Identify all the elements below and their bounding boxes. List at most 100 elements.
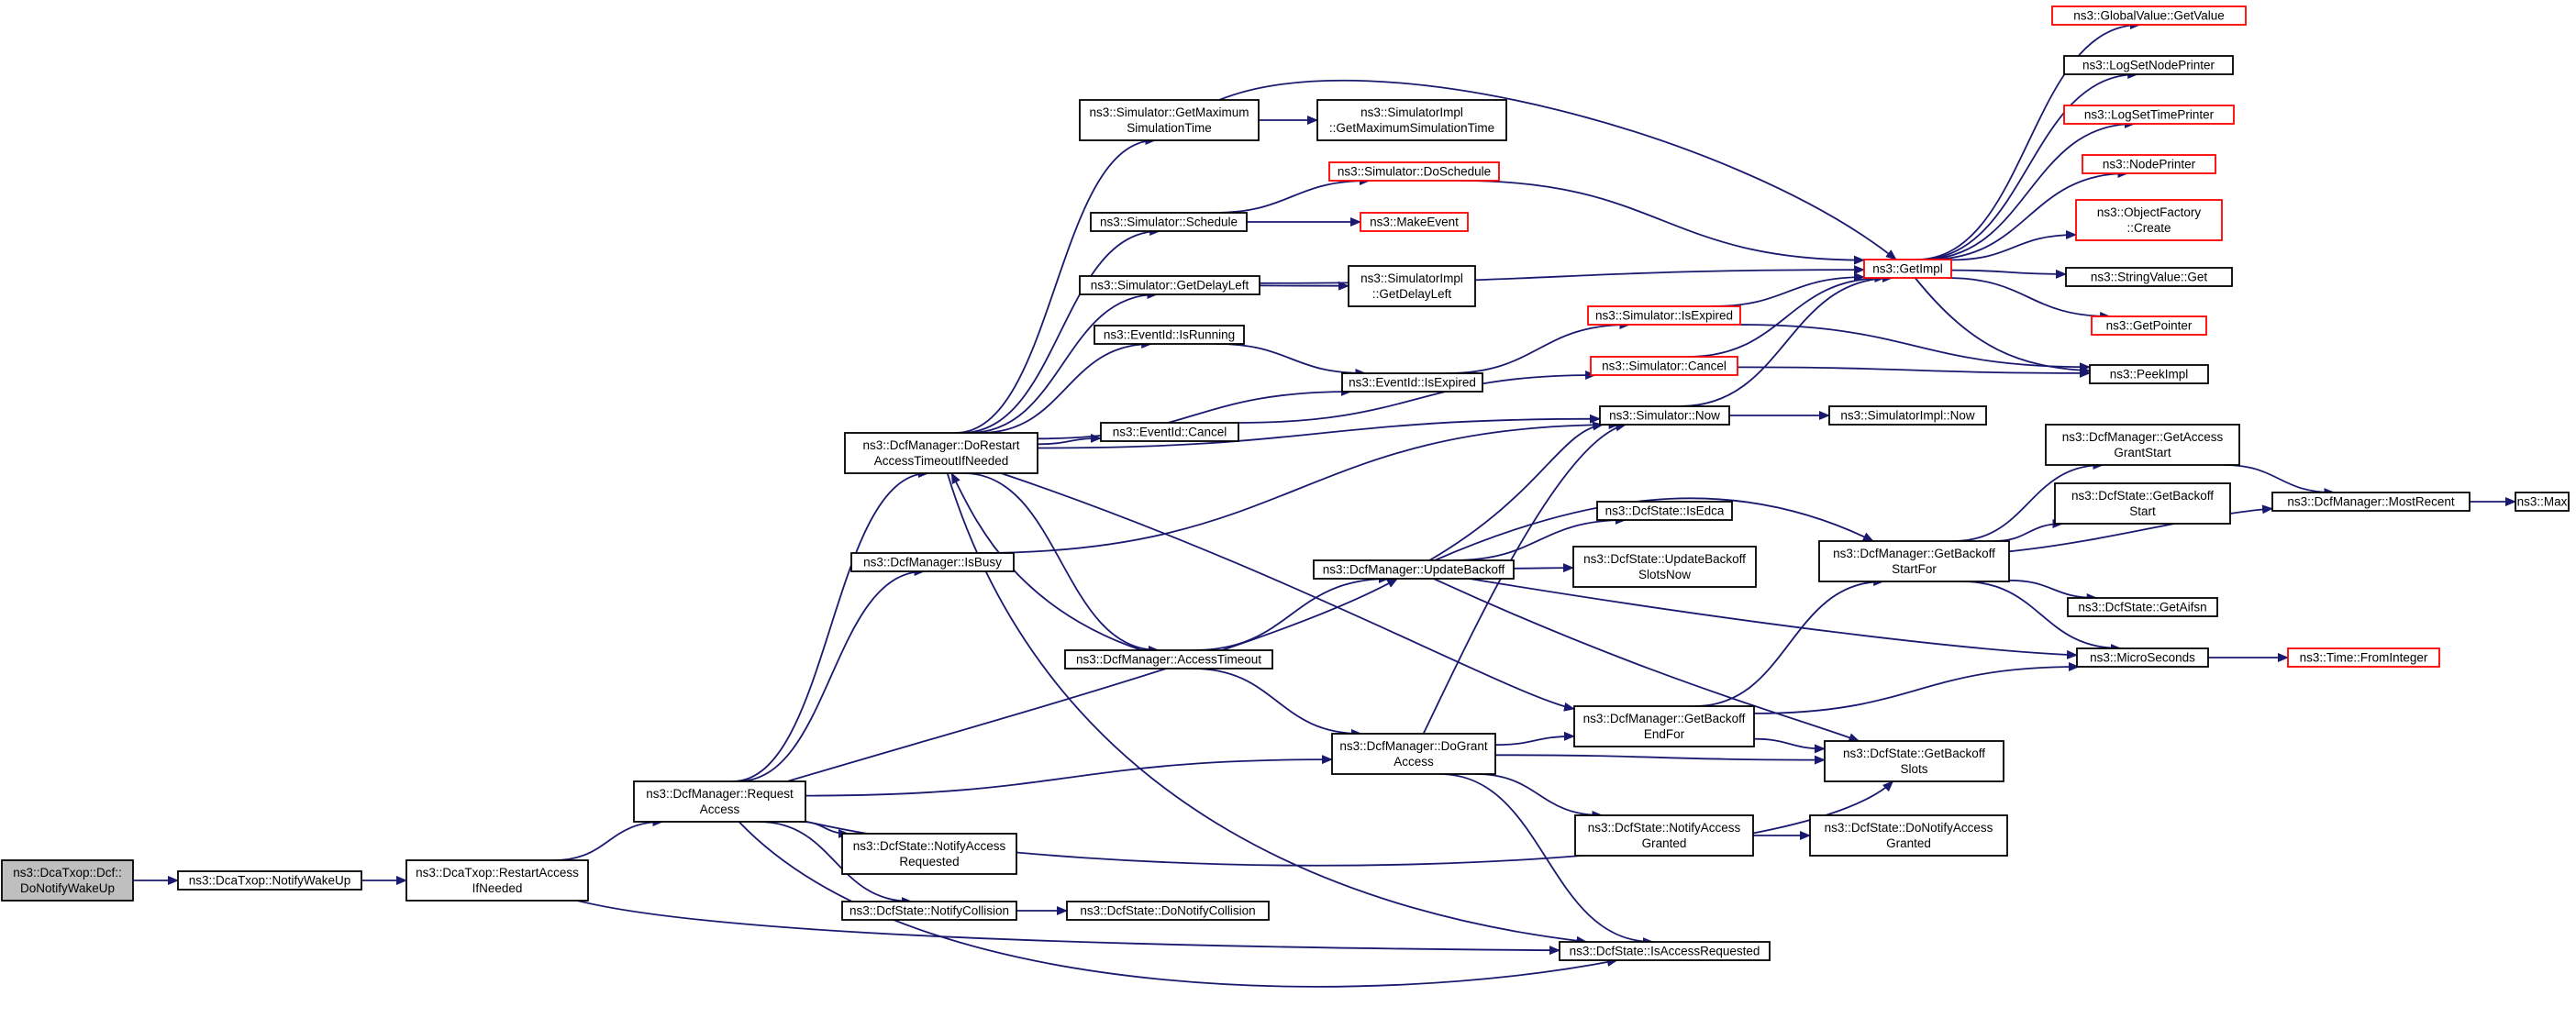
node-eventIsRunning[interactable]: ns3::EventId::IsRunning <box>1094 325 1245 345</box>
node-getAifsn[interactable]: ns3::DcfState::GetAifsn <box>2067 597 2218 617</box>
edge-updateBackoff-to-updateBackoffSlotsNow <box>1513 563 1574 573</box>
edge-getImpl-to-nodePrinter <box>1928 169 2129 260</box>
node-restartAccess-box <box>405 859 589 902</box>
node-getDelayLeft-label-0: ns3::Simulator::GetDelayLeft <box>1091 279 1249 293</box>
edge-simIsExpired-to-peekImpl <box>1739 324 2091 372</box>
node-mostRecent-label-0: ns3::DcfManager::MostRecent <box>2287 495 2455 509</box>
node-peekImpl[interactable]: ns3::PeekImpl <box>2089 364 2209 384</box>
node-doRestart-label-0: ns3::DcfManager::DoRestart <box>862 438 1019 452</box>
node-eventCancel[interactable]: ns3::EventId::Cancel <box>1100 422 1239 442</box>
node-notifyCollision[interactable]: ns3::DcfState::NotifyCollision <box>841 901 1017 921</box>
node-getPointer[interactable]: ns3::GetPointer <box>2091 315 2207 336</box>
node-simImplGetDelay-label-1: ::GetDelayLeft <box>1372 287 1452 301</box>
node-getBackoffStartFor-label-0: ns3::DcfManager::GetBackoff <box>1833 547 1995 560</box>
node-makeEvent-label-0: ns3::MakeEvent <box>1370 216 1459 229</box>
node-getImpl[interactable]: ns3::GetImpl <box>1863 259 1952 279</box>
node-getMaxSimTime[interactable]: ns3::Simulator::GetMaximumSimulationTime <box>1079 99 1260 141</box>
node-simNow[interactable]: ns3::Simulator::Now <box>1599 405 1730 426</box>
node-getDelayLeft[interactable]: ns3::Simulator::GetDelayLeft <box>1079 275 1260 295</box>
node-simImplGetMax-box <box>1316 99 1507 141</box>
node-logSetTimePrinter-box <box>2063 105 2235 125</box>
node-simImplNow[interactable]: ns3::SimulatorImpl::Now <box>1828 405 1987 426</box>
edge-getImpl-to-peekImpl <box>1914 277 2091 375</box>
node-simImplGetDelay-box <box>1348 265 1476 307</box>
node-objectFactoryCreate[interactable]: ns3::ObjectFactory::Create <box>2075 199 2223 241</box>
node-simIsExpired[interactable]: ns3::Simulator::IsExpired <box>1587 305 1741 326</box>
node-stringValueGet-label-0: ns3::StringValue::Get <box>2091 271 2208 284</box>
node-simImplGetMax-label-1: ::GetMaximumSimulationTime <box>1329 121 1494 135</box>
node-root[interactable]: ns3::DcaTxop::Dcf::DoNotifyWakeUp <box>1 859 134 902</box>
edge-getBackoffEndFor-to-getBackoffSlots <box>1753 737 1826 754</box>
node-getBackoffEndFor-label-0: ns3::DcfManager::GetBackoff <box>1583 712 1746 725</box>
node-globalValueGetValue[interactable]: ns3::GlobalValue::GetValue <box>2051 6 2247 26</box>
node-timeFromInteger[interactable]: ns3::Time::FromInteger <box>2287 647 2440 668</box>
edge-simCancel-to-getImpl <box>1686 273 1886 358</box>
edge-doRestart-to-getMaxSimTime <box>955 136 1157 434</box>
node-isAccessRequested-box <box>1559 941 1771 961</box>
node-microSeconds[interactable]: ns3::MicroSeconds <box>2076 647 2209 668</box>
node-notifyAccessRequested-label-1: Requested <box>899 855 959 869</box>
edge-restartAccess-to-isAccessRequested <box>577 900 1560 956</box>
node-doNotifyAccessGranted-label-0: ns3::DcfState::DoNotifyAccess <box>1825 821 1993 835</box>
node-timeFromInteger-box <box>2287 647 2440 668</box>
node-doSchedule-label-0: ns3::Simulator::DoSchedule <box>1338 165 1491 179</box>
node-doGrantAccess-label-0: ns3::DcfManager::DoGrant <box>1339 739 1488 753</box>
node-eventIsRunning-label-0: ns3::EventId::IsRunning <box>1104 328 1235 342</box>
node-eventCancel-label-0: ns3::EventId::Cancel <box>1113 426 1227 439</box>
node-logSetTimePrinter[interactable]: ns3::LogSetTimePrinter <box>2063 105 2235 125</box>
edge-isBusy-to-simNow <box>978 420 1620 554</box>
node-mostRecent[interactable]: ns3::DcfManager::MostRecent <box>2271 492 2471 512</box>
node-doNotifyCollision-label-0: ns3::DcfState::DoNotifyCollision <box>1080 904 1255 918</box>
node-requestAccess-box <box>633 780 806 823</box>
node-makeEvent[interactable]: ns3::MakeEvent <box>1360 212 1469 232</box>
node-simCancel[interactable]: ns3::Simulator::Cancel <box>1590 356 1738 376</box>
edge-updateBackoff-to-getBackoffSlots <box>1433 578 1860 742</box>
node-getBackoffEndFor-box <box>1573 705 1755 747</box>
node-accessTimeout[interactable]: ns3::DcfManager::AccessTimeout <box>1064 649 1273 669</box>
node-simImplNow-label-0: ns3::SimulatorImpl::Now <box>1840 409 1975 423</box>
node-max[interactable]: ns3::Max <box>2515 492 2570 512</box>
node-eventIsExpired[interactable]: ns3::EventId::IsExpired <box>1341 372 1483 393</box>
node-getBackoffStartFor-label-1: StartFor <box>1892 562 1937 576</box>
node-isBusy[interactable]: ns3::DcfManager::IsBusy <box>850 552 1015 572</box>
node-requestAccess-label-1: Access <box>700 802 740 816</box>
node-doNotifyAccessGranted-box <box>1809 814 2008 857</box>
edge-doRestart-to-isAccessRequested <box>946 472 1588 946</box>
node-getAccessGrantStart-label-1: GrantStart <box>2114 446 2171 459</box>
node-notifyWakeUp[interactable]: ns3::DcaTxop::NotifyWakeUp <box>177 870 362 891</box>
node-doSchedule[interactable]: ns3::Simulator::DoSchedule <box>1328 161 1500 182</box>
node-isEdca[interactable]: ns3::DcfState::IsEdca <box>1596 501 1733 521</box>
node-simImplGetMax[interactable]: ns3::SimulatorImpl::GetMaximumSimulation… <box>1316 99 1507 141</box>
node-doNotifyCollision[interactable]: ns3::DcfState::DoNotifyCollision <box>1066 901 1270 921</box>
edge-requestAccess-to-doRestart <box>732 469 929 782</box>
node-notifyAccessRequested-label-0: ns3::DcfState::NotifyAccess <box>853 839 1006 853</box>
node-simImplNow-box <box>1828 405 1987 426</box>
node-logSetNodePrinter[interactable]: ns3::LogSetNodePrinter <box>2063 55 2234 75</box>
edge-doRestart-to-accessTimeout <box>963 472 1160 655</box>
node-simIsExpired-label-0: ns3::Simulator::IsExpired <box>1595 309 1733 323</box>
node-updateBackoff[interactable]: ns3::DcfManager::UpdateBackoff <box>1313 559 1515 580</box>
node-eventIsExpired-label-0: ns3::EventId::IsExpired <box>1349 376 1476 390</box>
node-schedule[interactable]: ns3::Simulator::Schedule <box>1090 212 1248 232</box>
node-simImplGetDelay[interactable]: ns3::SimulatorImpl::GetDelayLeft <box>1348 265 1476 307</box>
node-stringValueGet[interactable]: ns3::StringValue::Get <box>2065 267 2233 287</box>
node-isAccessRequested[interactable]: ns3::DcfState::IsAccessRequested <box>1559 941 1771 961</box>
node-stringValueGet-box <box>2065 267 2233 287</box>
node-updateBackoff-box <box>1313 559 1515 580</box>
edge-getImpl-to-logSetTimePrinter <box>1922 119 2136 260</box>
node-nodePrinter[interactable]: ns3::NodePrinter <box>2082 154 2216 174</box>
node-doRestart[interactable]: ns3::DcfManager::DoRestartAccessTimeoutI… <box>844 432 1038 474</box>
node-logSetTimePrinter-label-0: ns3::LogSetTimePrinter <box>2084 108 2215 122</box>
